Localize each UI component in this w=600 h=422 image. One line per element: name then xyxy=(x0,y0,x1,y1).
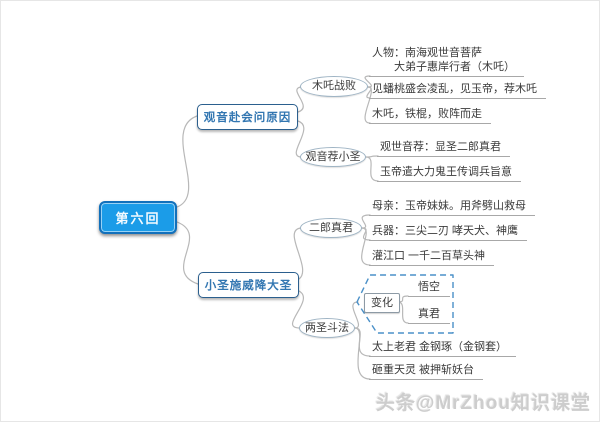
leaf-node: 砸重天灵 被押斩妖台 xyxy=(369,363,484,380)
leaf-node: 太上老君 金钢琢（金钢套） xyxy=(369,340,517,357)
group-label-node: 变化 xyxy=(364,293,400,313)
subtopic-node-duel: 两圣斗法 xyxy=(299,318,355,338)
leaf-node: 见蟠桃盛会凌乱，见玉帝，荐木吒 xyxy=(369,82,546,99)
leaf-node: 灌江口 一千二百草头神 xyxy=(369,249,495,266)
leaf-node: 悟空 xyxy=(408,280,450,297)
subtopic-node-guanyin-recommends: 观音荐小圣 xyxy=(300,147,366,167)
branch-node-guanyin-inquiry: 观音赴会问原因 xyxy=(197,104,298,130)
toutiao-watermark: 头条@MrZhou知识课堂 xyxy=(375,393,591,414)
leaf-node: 母亲：玉帝妹妹。用斧劈山救母 xyxy=(369,199,535,216)
branch-node-xiaosheng-subdues: 小圣施威降大圣 xyxy=(198,272,299,298)
leaf-node: 真君 xyxy=(408,307,450,324)
subtopic-node-muzha-defeat: 木吒战败 xyxy=(300,76,368,97)
subtopic-node-erlang: 二郎真君 xyxy=(300,218,362,238)
leaf-node: 玉帝遣大力鬼王传调兵旨意 xyxy=(377,165,521,182)
leaf-node: 人物：南海观世音菩萨 大弟子惠岸行者（木吒） xyxy=(369,46,524,77)
leaf-node: 兵器：三尖二刃 哮天犬、神鹰 xyxy=(369,224,528,241)
leaf-node: 观世音荐：显圣二郎真君 xyxy=(377,140,510,157)
leaf-node: 木吒，铁棍，败阵而走 xyxy=(369,107,491,124)
root-node: 第六回 xyxy=(99,201,177,234)
